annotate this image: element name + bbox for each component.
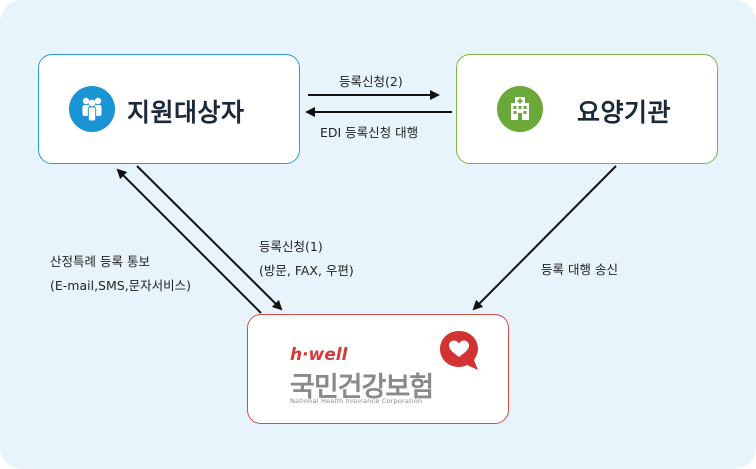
node-subject: 지원대상자 <box>38 54 300 164</box>
edge-label-agency-to-nhis: 등록 대행 송신 <box>541 262 618 277</box>
edge-label-agency-to-subject: EDI 등록신청 대행 <box>320 125 419 140</box>
heart-speech-bubble-icon <box>436 327 482 377</box>
nhis-logo-name: 국민건강보험 <box>290 372 434 403</box>
arrow-subject-to-nhis <box>136 165 283 311</box>
edge-label-subject-to-nhis-1: 등록신청(1) <box>259 239 323 254</box>
arrow-agency-to-nhis <box>472 165 617 311</box>
edge-label-subject-to-nhis-2: (방문, FAX, 우편) <box>259 263 354 278</box>
nhis-logo-subtitle: National Health Insurance Corporation <box>290 397 423 405</box>
edge-label-nhis-to-subject-2: (E-mail,SMS,문자서비스) <box>50 278 192 293</box>
node-nhis: h·well 국민건강보험 National Health Insurance … <box>247 314 509 424</box>
node-agency: 요양기관 <box>456 54 718 164</box>
hospital-icon <box>497 86 543 132</box>
arrow-nhis-to-subject <box>116 168 262 314</box>
people-icon <box>69 86 115 132</box>
nhis-logo-tag: h·well <box>290 345 348 365</box>
edge-label-subject-to-agency: 등록신청(2) <box>339 74 403 89</box>
edge-label-nhis-to-subject-1: 산정특례 등록 통보 <box>50 254 150 269</box>
node-agency-title: 요양기관 <box>577 98 672 127</box>
node-subject-title: 지원대상자 <box>127 98 245 127</box>
